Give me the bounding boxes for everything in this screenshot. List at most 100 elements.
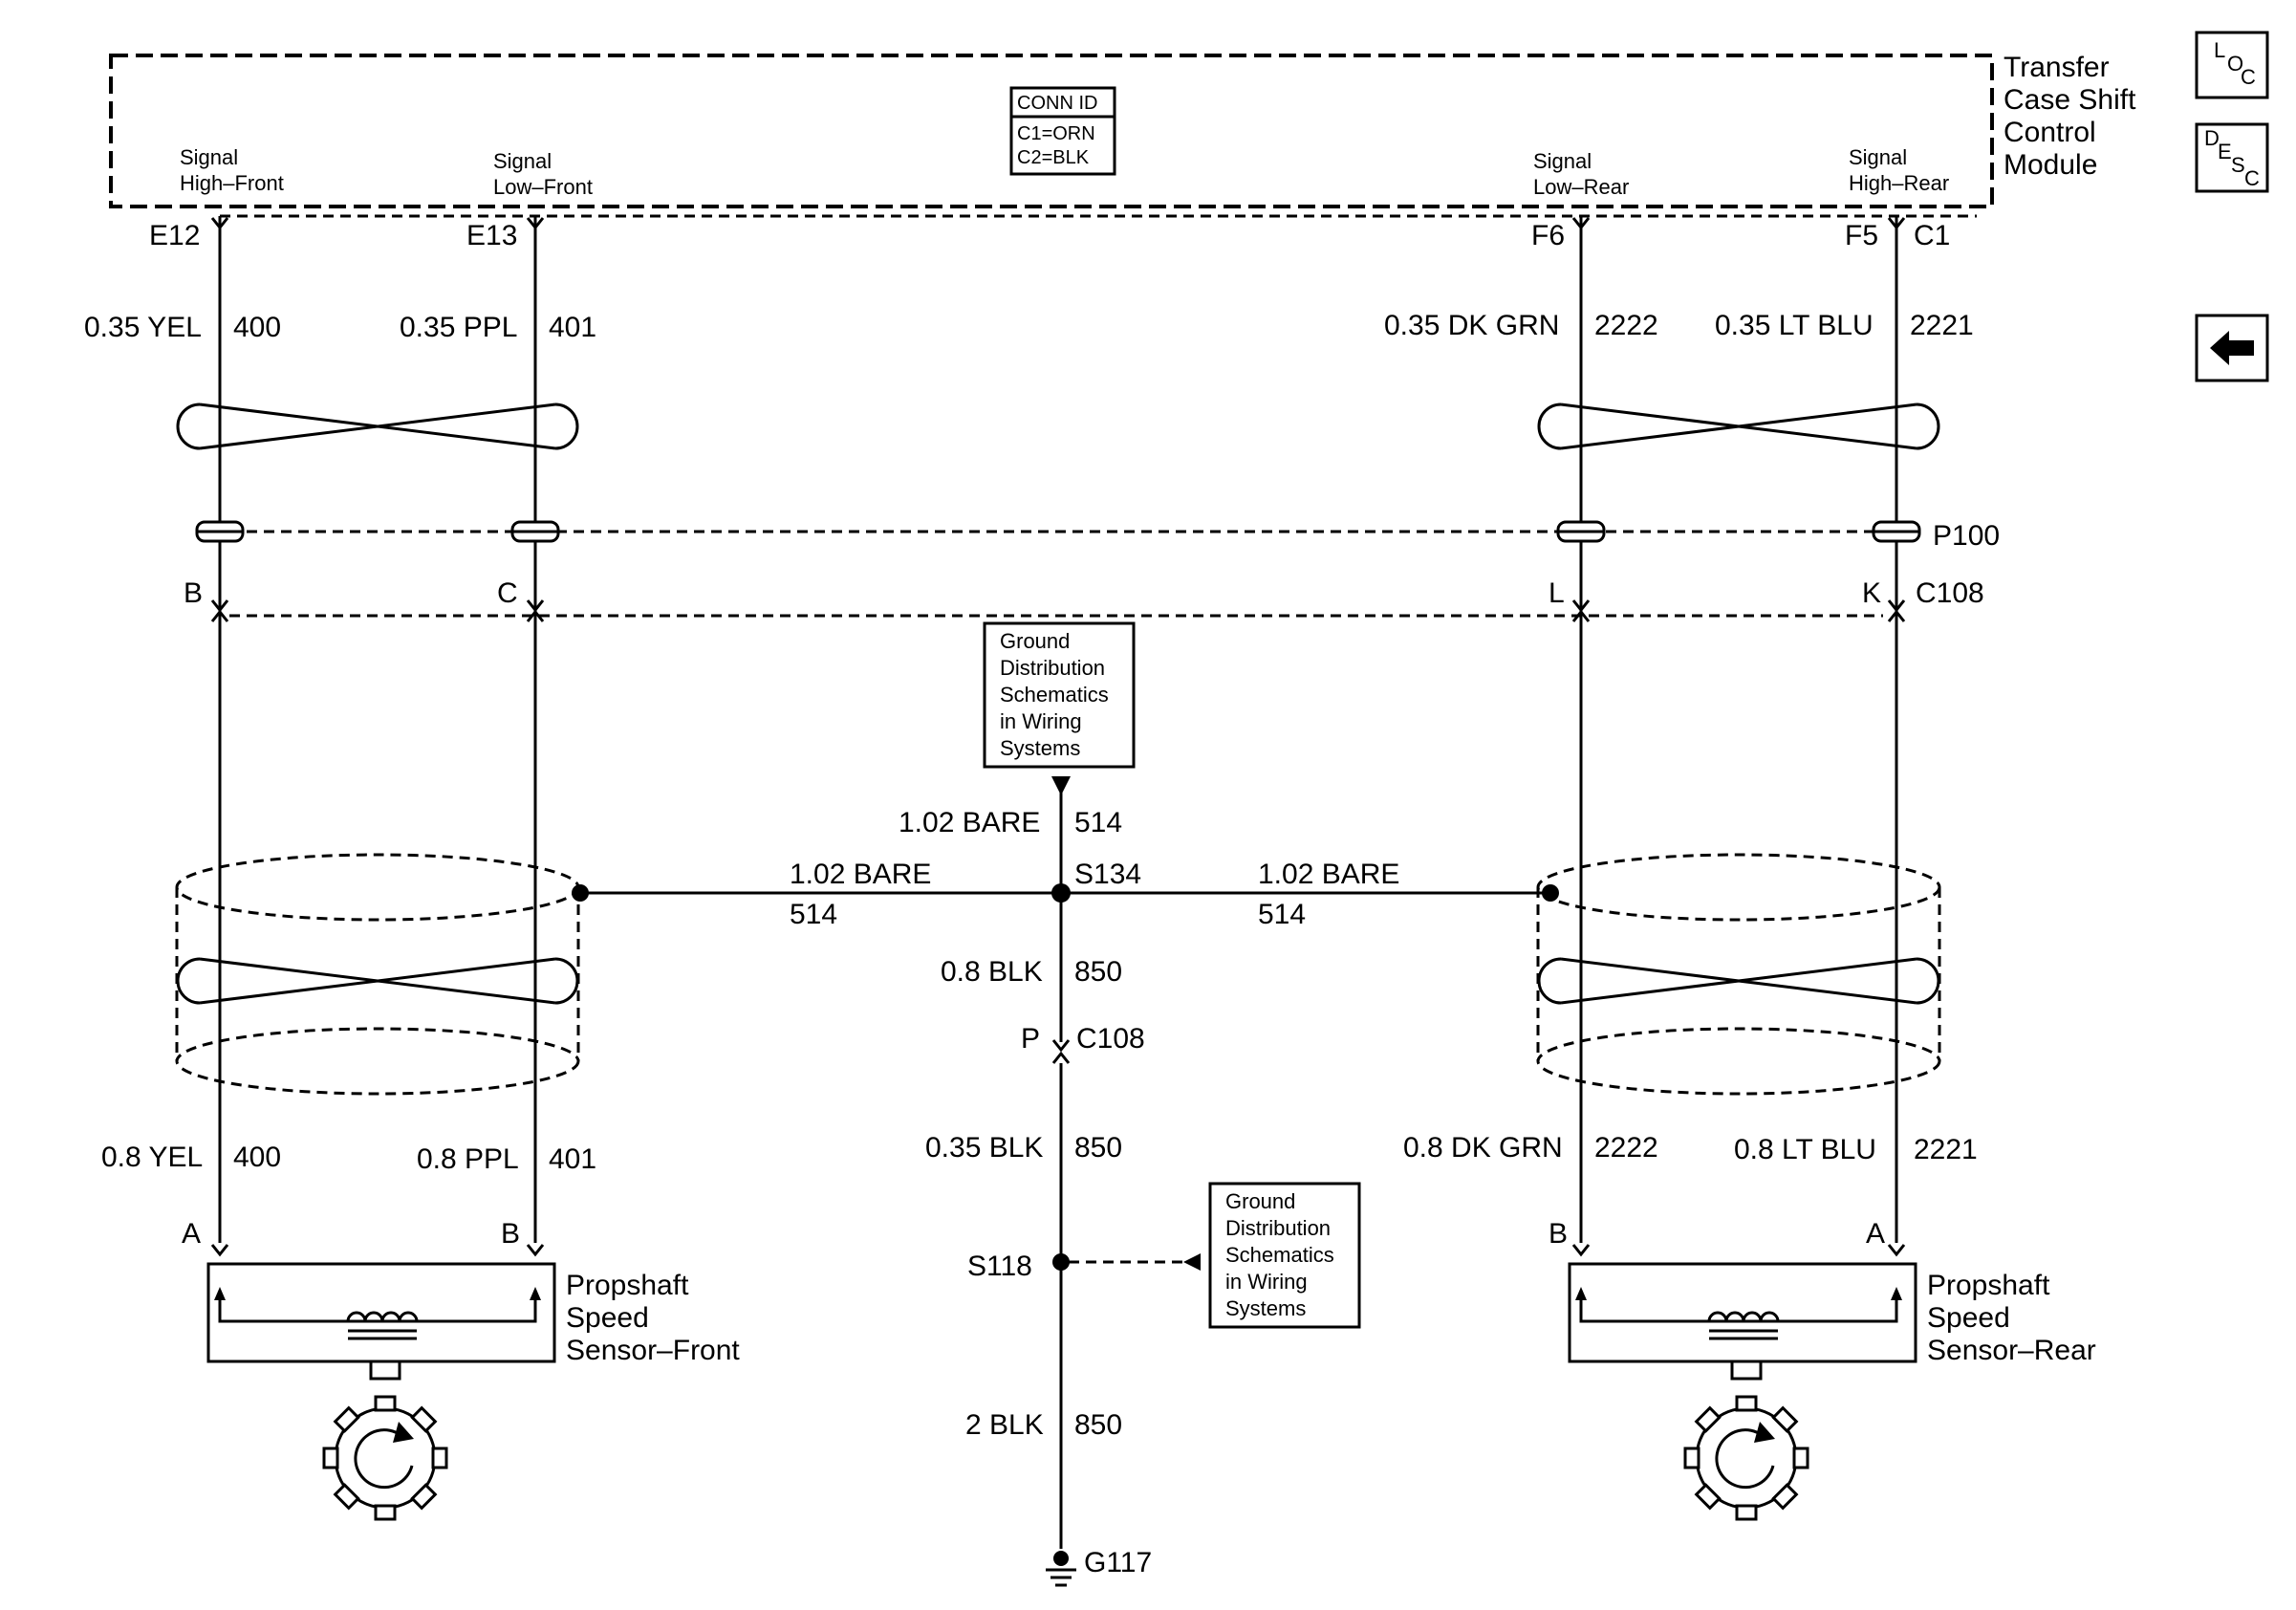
module-name-line-3: Control (2004, 117, 2096, 148)
propshaft-speed-sensor-front: A B Propshaft Speed Sensor–Front (182, 1218, 740, 1381)
splice-s134-label: S134 (1074, 859, 1141, 890)
propshaft-speed-sensor-rear: B A Propshaft Speed Sensor–Rear (1549, 1218, 2096, 1381)
pin-label-signal-high-rear-1: Signal (1849, 145, 1907, 169)
back-button[interactable] (2195, 314, 2269, 382)
twisted-pair-front-upper (176, 402, 579, 450)
drain-left-circuit: 514 (790, 899, 837, 930)
c108-connector: B C L K C108 (184, 577, 1984, 622)
drain-left-gauge: 1.02 BARE (790, 859, 931, 890)
splice-s134-dot (1051, 883, 1071, 903)
desc-letter-e: E (2218, 140, 2232, 163)
sensor-rear-pin-a: A (1866, 1218, 1885, 1250)
ground-ref-bottom-line-3: Schematics (1225, 1243, 1334, 1267)
wire-850b-circuit: 850 (1074, 1132, 1122, 1164)
ground-ref-top-line-2: Distribution (1000, 656, 1105, 680)
wire-2222-upper-gauge: 0.35 DK GRN (1384, 310, 1559, 341)
c108-pin-p: P (1021, 1023, 1040, 1055)
ground-ref-bottom-line-1: Ground (1225, 1189, 1295, 1213)
pin-label-signal-low-rear-1: Signal (1533, 149, 1592, 173)
ground-ref-top-line-4: in Wiring (1000, 709, 1082, 733)
signal-wires (218, 216, 1898, 1243)
sensor-rear-name-2: Speed (1927, 1302, 2010, 1334)
pin-e13: E13 (466, 220, 517, 251)
sensor-rear-name-1: Propshaft (1927, 1270, 2050, 1301)
ground-ref-top-line-3: Schematics (1000, 683, 1109, 707)
loc-letter-c: C (2241, 65, 2256, 89)
wire-2222-lower-gauge: 0.8 DK GRN (1403, 1132, 1563, 1164)
module-name-line-2: Case Shift (2004, 84, 2136, 116)
pin-label-signal-high-front-1: Signal (180, 145, 238, 169)
module-name-line-4: Module (2004, 149, 2097, 181)
sensor-front-name-3: Sensor–Front (566, 1335, 740, 1366)
conn-id-c2: C2=BLK (1017, 147, 1090, 168)
pin-label-signal-low-rear-2: Low–Rear (1533, 175, 1629, 199)
loc-letter-l: L (2214, 38, 2225, 62)
splice-s118-dot (1052, 1253, 1070, 1271)
ground-ref-top-line-1: Ground (1000, 629, 1070, 653)
c108-pin-c: C (497, 577, 518, 609)
wire-850a-gauge: 0.8 BLK (941, 956, 1043, 988)
c108-pin-k: K (1862, 577, 1881, 609)
module-name-line-1: Transfer (2004, 52, 2110, 83)
wire-850a-circuit: 850 (1074, 956, 1122, 988)
twisted-pair-rear-upper (1537, 402, 1940, 450)
reluctor-wheel-front-icon (322, 1395, 448, 1521)
wire-400-lower-gauge: 0.8 YEL (101, 1142, 203, 1173)
wire-850c-gauge: 2 BLK (965, 1409, 1044, 1441)
c108-label: C108 (1916, 577, 1984, 609)
wire-400-upper-circuit: 400 (233, 312, 281, 343)
ground-ref-bottom-line-4: in Wiring (1225, 1270, 1308, 1294)
loc-button[interactable]: L O C (2195, 31, 2269, 99)
c108-pin-b: B (184, 577, 203, 609)
pin-f5: F5 (1845, 220, 1878, 251)
sensor-front-name-2: Speed (566, 1302, 649, 1334)
wire-400-lower-circuit: 400 (233, 1142, 281, 1173)
wire-401-upper-circuit: 401 (549, 312, 596, 343)
p100-label: P100 (1933, 520, 2000, 552)
c108-label-ground: C108 (1076, 1023, 1145, 1055)
ground-ref-top-line-5: Systems (1000, 736, 1080, 760)
pin-label-signal-low-front-1: Signal (493, 149, 552, 173)
wire-2221-upper-gauge: 0.35 LT BLU (1715, 310, 1874, 341)
sensor-front-pin-a: A (182, 1218, 201, 1250)
conn-id-title: CONN ID (1017, 93, 1097, 114)
p100-passthrough: P100 (195, 520, 2000, 552)
wire-401-lower-circuit: 401 (549, 1143, 596, 1175)
pin-c1: C1 (1914, 220, 1950, 251)
wire-2222-upper-circuit: 2222 (1594, 310, 1658, 341)
c108-pin-l: L (1549, 577, 1565, 609)
ground-distribution-ref-bottom: Ground Distribution Schematics in Wiring… (1208, 1182, 1361, 1329)
drain-right-gauge: 1.02 BARE (1258, 859, 1399, 890)
ground-distribution-ref-top: Ground Distribution Schematics in Wiring… (983, 621, 1136, 795)
wire-400-upper-gauge: 0.35 YEL (84, 312, 202, 343)
ground-ref-bottom-line-2: Distribution (1225, 1216, 1331, 1240)
wire-2222-lower-circuit: 2222 (1594, 1132, 1658, 1164)
shield-front (175, 853, 580, 1096)
desc-letter-s: S (2231, 153, 2245, 177)
wire-2221-lower-gauge: 0.8 LT BLU (1734, 1134, 1876, 1165)
wire-401-upper-gauge: 0.35 PPL (400, 312, 517, 343)
wire-850c-circuit: 850 (1074, 1409, 1122, 1441)
ground-ref-bottom-line-5: Systems (1225, 1296, 1306, 1320)
pin-label-signal-high-rear-2: High–Rear (1849, 171, 1949, 195)
wire-2221-upper-circuit: 2221 (1910, 310, 1974, 341)
drain-right-circuit: 514 (1258, 899, 1306, 930)
drain-top-circuit: 514 (1074, 807, 1122, 838)
reluctor-wheel-rear-icon (1683, 1395, 1809, 1521)
sensor-rear-name-3: Sensor–Rear (1927, 1335, 2096, 1366)
twisted-pair-rear-lower (1537, 957, 1940, 1005)
sensor-front-pin-b: B (501, 1218, 520, 1250)
shield-rear (1536, 853, 1941, 1096)
sensor-rear-pin-b: B (1549, 1218, 1568, 1250)
twisted-pair-front-lower (176, 957, 579, 1005)
wire-401-lower-gauge: 0.8 PPL (417, 1143, 519, 1175)
desc-button[interactable]: D E S C (2195, 122, 2269, 193)
pin-f6: F6 (1531, 220, 1565, 251)
drain-and-ground-wires (572, 776, 1559, 1587)
pin-e12: E12 (149, 220, 200, 251)
transfer-case-shift-control-module: Transfer Case Shift Control Module CONN … (109, 52, 2136, 218)
conn-id-box: CONN ID C1=ORN C2=BLK (1009, 86, 1116, 176)
desc-letter-c: C (2244, 166, 2260, 190)
pin-label-signal-high-front-2: High–Front (180, 171, 284, 195)
